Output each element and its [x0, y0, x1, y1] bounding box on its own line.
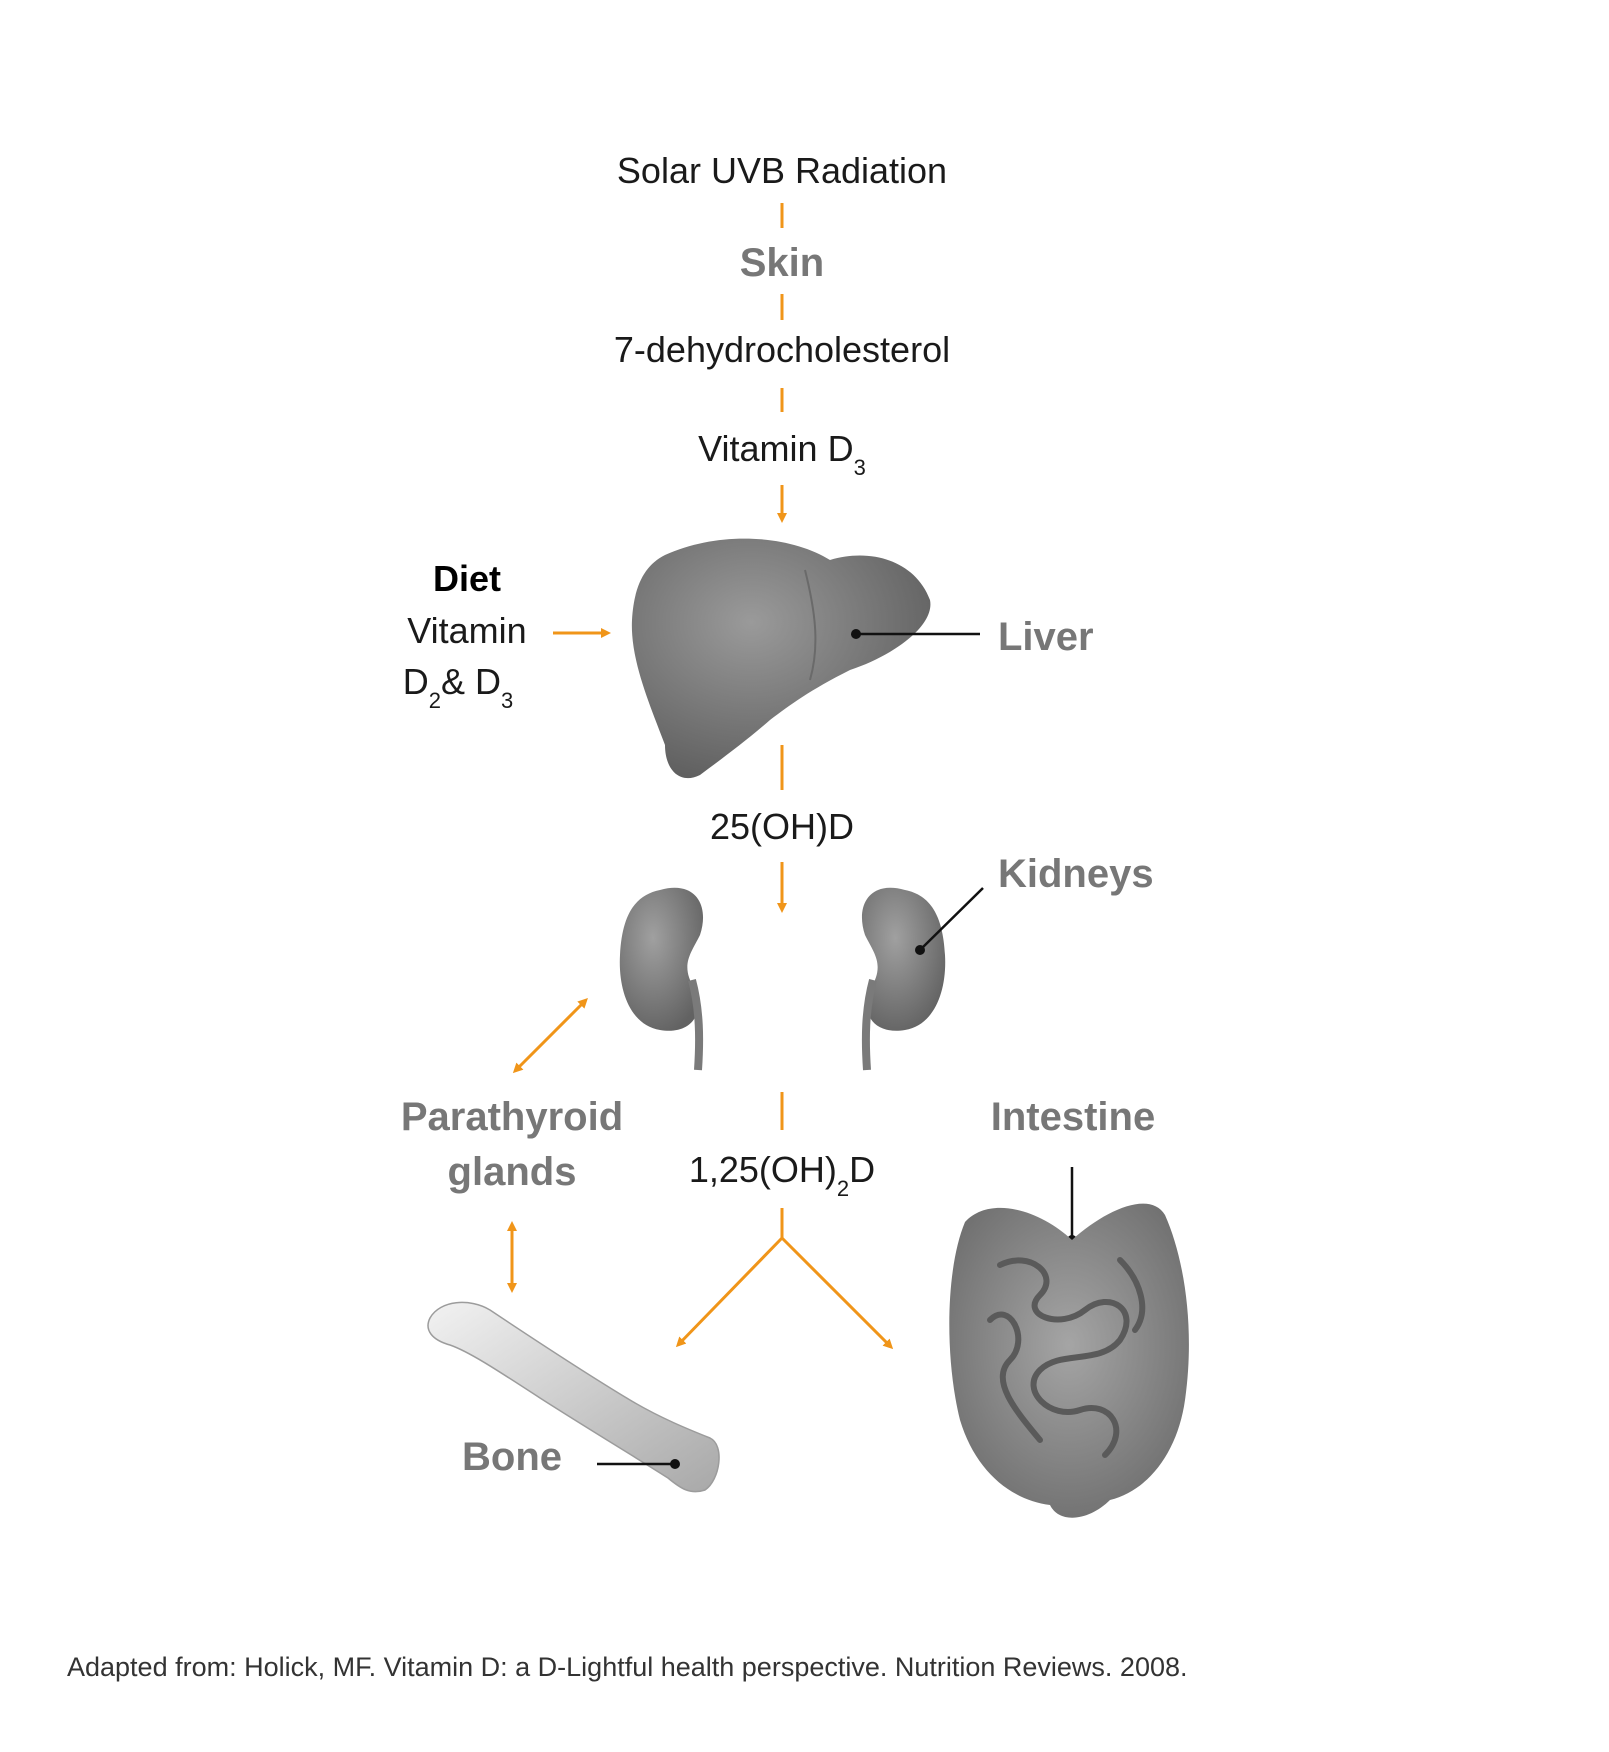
- liver-illustration: [631, 538, 931, 779]
- right-kidney-illustration: [861, 887, 946, 1071]
- bone-illustration: [427, 1301, 720, 1493]
- solar-uvb-label: Solar UVB Radiation: [617, 150, 947, 191]
- liver-pointer-dot: [851, 629, 861, 639]
- left-kidney-illustration: [619, 887, 704, 1071]
- precursor-label: 7-dehydrocholesterol: [614, 329, 950, 370]
- arrow-to-intestine: [780, 1236, 894, 1350]
- skin-label: Skin: [740, 241, 824, 285]
- metabolite-125ohd-label: 1,25(OH)2D: [689, 1149, 875, 1201]
- citation-text: Adapted from: Holick, MF. Vitamin D: a D…: [67, 1652, 1188, 1682]
- metabolite-25ohd-label: 25(OH)D: [710, 806, 854, 847]
- arrow-kidney-parathyroid: [512, 998, 588, 1074]
- kidneys-label: Kidneys: [998, 852, 1154, 896]
- parathyroid-label-line1: Parathyroid: [401, 1095, 623, 1139]
- diet-title: Diet: [433, 558, 501, 599]
- vitamin-d3-label: Vitamin D3: [698, 428, 866, 480]
- liver-lobe-divide: [804, 569, 817, 681]
- parathyroid-label-line2: glands: [448, 1150, 577, 1194]
- diet-d2-d3-label: D2& D3: [403, 661, 514, 713]
- intestine-label: Intestine: [991, 1095, 1155, 1139]
- kidneys-pointer-line: [919, 887, 984, 951]
- kidneys-pointer-dot: [915, 945, 925, 955]
- diet-vitamin-label: Vitamin: [407, 610, 526, 651]
- intestine-illustration: [949, 1203, 1189, 1518]
- arrow-to-bone: [675, 1236, 784, 1348]
- bone-label: Bone: [462, 1435, 562, 1479]
- bone-pointer-dot: [670, 1459, 680, 1469]
- liver-label: Liver: [998, 615, 1094, 659]
